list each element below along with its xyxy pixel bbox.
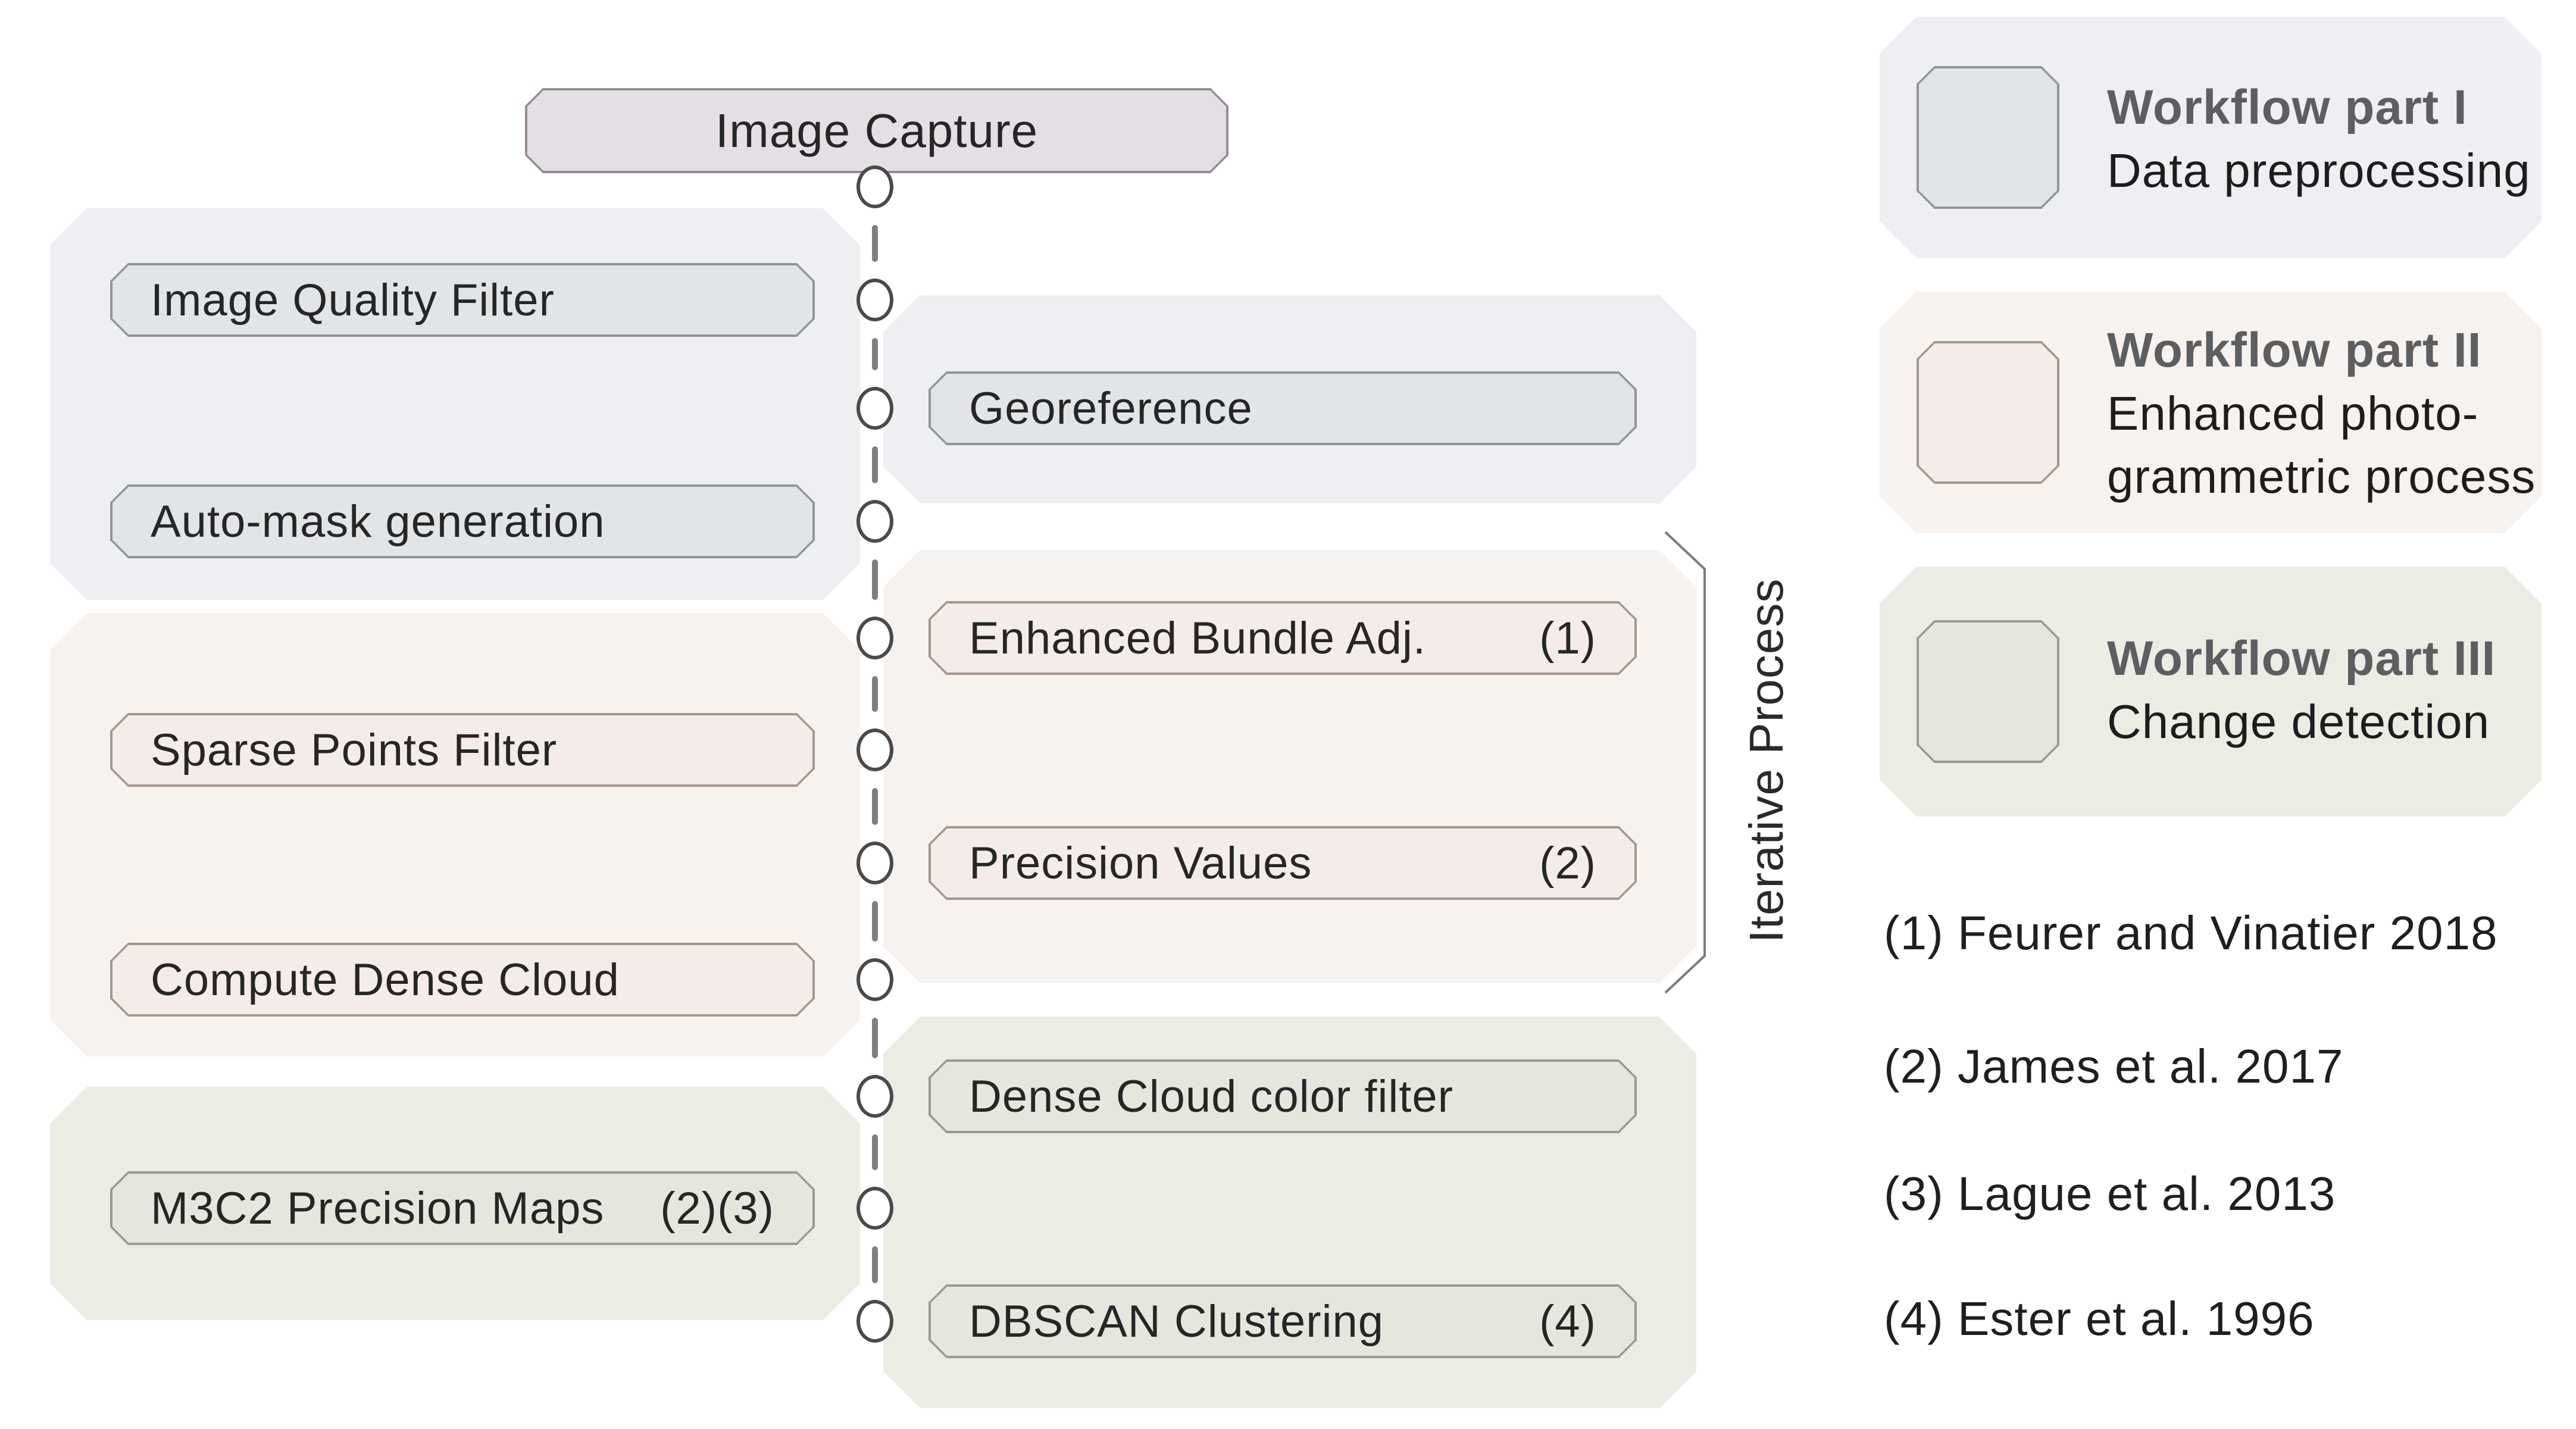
timeline-dash (872, 1134, 878, 1170)
step-box-dense-cloud-color-filter: Dense Cloud color filter (929, 1059, 1637, 1133)
step-ref-number: (2)(3) (660, 1183, 774, 1234)
timeline-dash (872, 446, 878, 483)
timeline-node (856, 1187, 893, 1230)
step-box-georeference: Georeference (929, 371, 1637, 445)
timeline-dash (872, 676, 878, 712)
step-label: DBSCAN Clustering (969, 1296, 1384, 1347)
box-fill: Compute Dense Cloud (112, 945, 812, 1014)
step-box-precision-values: Precision Values (2) (929, 826, 1637, 900)
step-box-auto-mask-generation: Auto-mask generation (110, 484, 815, 558)
timeline-dash (872, 559, 878, 600)
timeline-dash (872, 225, 878, 262)
box-fill: Precision Values (2) (931, 828, 1634, 898)
box-fill: Enhanced Bundle Adj. (1) (931, 604, 1634, 673)
iterative-process-bracket (1664, 531, 1706, 994)
timeline-dash (872, 788, 878, 825)
timeline-node (856, 279, 893, 321)
timeline-dash (872, 1018, 878, 1058)
timeline-dash (872, 338, 878, 370)
box-fill: DBSCAN Clustering (4) (931, 1287, 1634, 1356)
legend-swatch-part3 (1917, 620, 2059, 763)
legend-swatch-part2 (1917, 341, 2059, 484)
legend-entry-part2: Workflow part II Enhanced photo- grammet… (2107, 319, 2536, 508)
step-box-image-capture: Image Capture (525, 88, 1228, 173)
timeline-node (856, 500, 893, 543)
legend-description: grammetric process (2107, 450, 2536, 503)
step-box-sparse-points-filter: Sparse Points Filter (110, 713, 815, 787)
legend-swatch-part1 (1917, 66, 2059, 209)
step-label: Image Quality Filter (151, 274, 555, 326)
step-label: Dense Cloud color filter (969, 1071, 1453, 1122)
timeline-dash (872, 1246, 878, 1283)
box-fill: Image Quality Filter (112, 265, 812, 334)
box-fill: Image Capture (527, 90, 1226, 171)
legend-description: Enhanced photo- (2107, 387, 2479, 440)
reference-1: (1) Feurer and Vinatier 2018 (1884, 906, 2498, 959)
step-label: Image Capture (715, 104, 1039, 157)
step-box-dbscan-clustering: DBSCAN Clustering (4) (929, 1284, 1637, 1358)
swatch-fill (1919, 343, 2057, 481)
box-fill: Dense Cloud color filter (931, 1062, 1634, 1131)
legend-entry-part3: Workflow part III Change detection (2107, 627, 2496, 753)
iterative-process-label: Iterative Process (1740, 578, 1793, 943)
step-ref-number: (4) (1539, 1296, 1596, 1347)
swatch-fill (1919, 623, 2057, 761)
timeline-node (856, 728, 893, 771)
timeline-node (856, 617, 893, 659)
legend-title: Workflow part I (2107, 80, 2468, 135)
legend-entry-part1: Workflow part I Data preprocessing (2107, 76, 2531, 202)
timeline-node (856, 387, 893, 430)
step-box-m3c2-precision-maps: M3C2 Precision Maps (2)(3) (110, 1171, 815, 1245)
timeline-node (856, 1300, 893, 1343)
box-fill: Georeference (931, 374, 1634, 443)
step-ref-number: (1) (1539, 612, 1596, 664)
step-label: Sparse Points Filter (151, 724, 558, 776)
legend-title: Workflow part III (2107, 631, 2496, 686)
step-label: Auto-mask generation (151, 496, 605, 547)
step-label: Enhanced Bundle Adj. (969, 612, 1426, 664)
legend-description: Change detection (2107, 695, 2490, 748)
reference-4: (4) Ester et al. 1996 (1884, 1292, 2315, 1345)
timeline-node (856, 165, 893, 208)
reference-3: (3) Lague et al. 2013 (1884, 1167, 2336, 1220)
legend-description: Data preprocessing (2107, 144, 2531, 197)
legend-title: Workflow part II (2107, 323, 2482, 377)
step-label: Precision Values (969, 837, 1312, 889)
step-label: M3C2 Precision Maps (151, 1183, 605, 1234)
reference-2: (2) James et al. 2017 (1884, 1040, 2344, 1093)
step-box-image-quality-filter: Image Quality Filter (110, 263, 815, 337)
swatch-fill (1919, 68, 2057, 207)
step-ref-number: (2) (1539, 837, 1596, 889)
step-box-compute-dense-cloud: Compute Dense Cloud (110, 943, 815, 1017)
timeline-node (856, 842, 893, 884)
box-fill: Sparse Points Filter (112, 715, 812, 784)
timeline-dash (872, 901, 878, 942)
timeline-node (856, 1075, 893, 1118)
box-fill: M3C2 Precision Maps (2)(3) (112, 1174, 812, 1243)
step-box-enhanced-bundle-adj: Enhanced Bundle Adj. (1) (929, 601, 1637, 675)
box-fill: Auto-mask generation (112, 487, 812, 556)
timeline-node (856, 958, 893, 1001)
step-label: Georeference (969, 383, 1253, 434)
step-label: Compute Dense Cloud (151, 954, 620, 1005)
